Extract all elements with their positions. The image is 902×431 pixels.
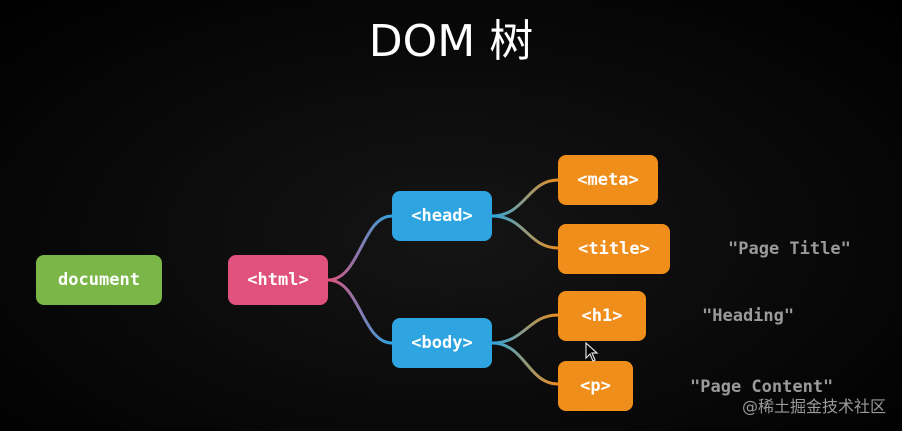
text-node-page-content: "Page Content" — [690, 377, 834, 397]
text-node-page-title: "Page Title" — [728, 239, 851, 259]
edge-body-p — [491, 341, 559, 386]
edge-body-h1 — [491, 313, 559, 345]
node-html: <html> — [228, 255, 328, 305]
node-document: document — [36, 255, 162, 305]
node-body: <body> — [392, 318, 492, 368]
edge-html-body — [327, 278, 393, 345]
mouse-cursor-icon — [585, 342, 599, 362]
node-title: <title> — [558, 224, 670, 274]
edge-html-head — [327, 214, 393, 282]
edge-head-title — [491, 214, 559, 250]
node-p: <p> — [558, 361, 633, 411]
diagram-title: DOM 树 — [368, 16, 534, 67]
watermark: @稀土掘金技术社区 — [741, 397, 886, 416]
edge-head-meta — [491, 178, 559, 218]
node-head: <head> — [392, 191, 492, 241]
node-meta: <meta> — [558, 155, 658, 205]
node-h1: <h1> — [558, 291, 646, 341]
text-node-heading: "Heading" — [702, 306, 795, 326]
